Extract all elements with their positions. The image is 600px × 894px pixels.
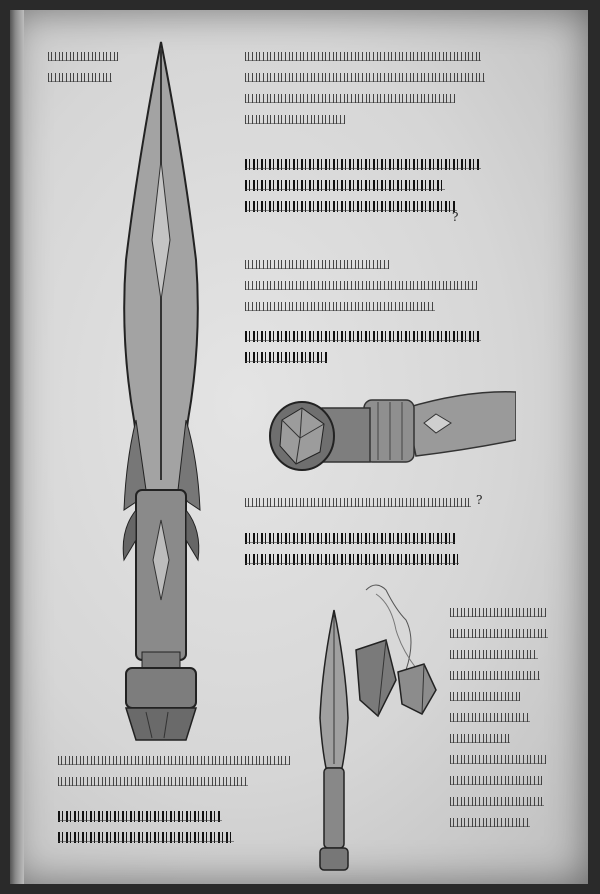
note-bottom-left <box>58 752 298 794</box>
parchment-page: ? ? <box>10 10 588 884</box>
note-top-right <box>245 48 485 132</box>
dagger-drawing <box>122 41 201 741</box>
crystal-gem-drawing <box>355 584 437 718</box>
note-lower-middle-bold <box>245 530 485 572</box>
note-middle-right-bold <box>245 328 485 370</box>
note-question-line <box>245 494 485 515</box>
small-dagger-drawing <box>319 609 349 871</box>
book-spine <box>10 10 24 884</box>
note-middle-right <box>245 256 485 319</box>
note-right-column <box>450 604 550 835</box>
pommel-closeup-drawing <box>269 391 516 471</box>
question-mark-1: ? <box>452 210 459 224</box>
question-mark-2: ? <box>476 493 483 507</box>
note-top-right-bold <box>245 156 485 219</box>
note-bottom-left-bold <box>58 808 298 850</box>
note-top-left <box>48 48 118 90</box>
